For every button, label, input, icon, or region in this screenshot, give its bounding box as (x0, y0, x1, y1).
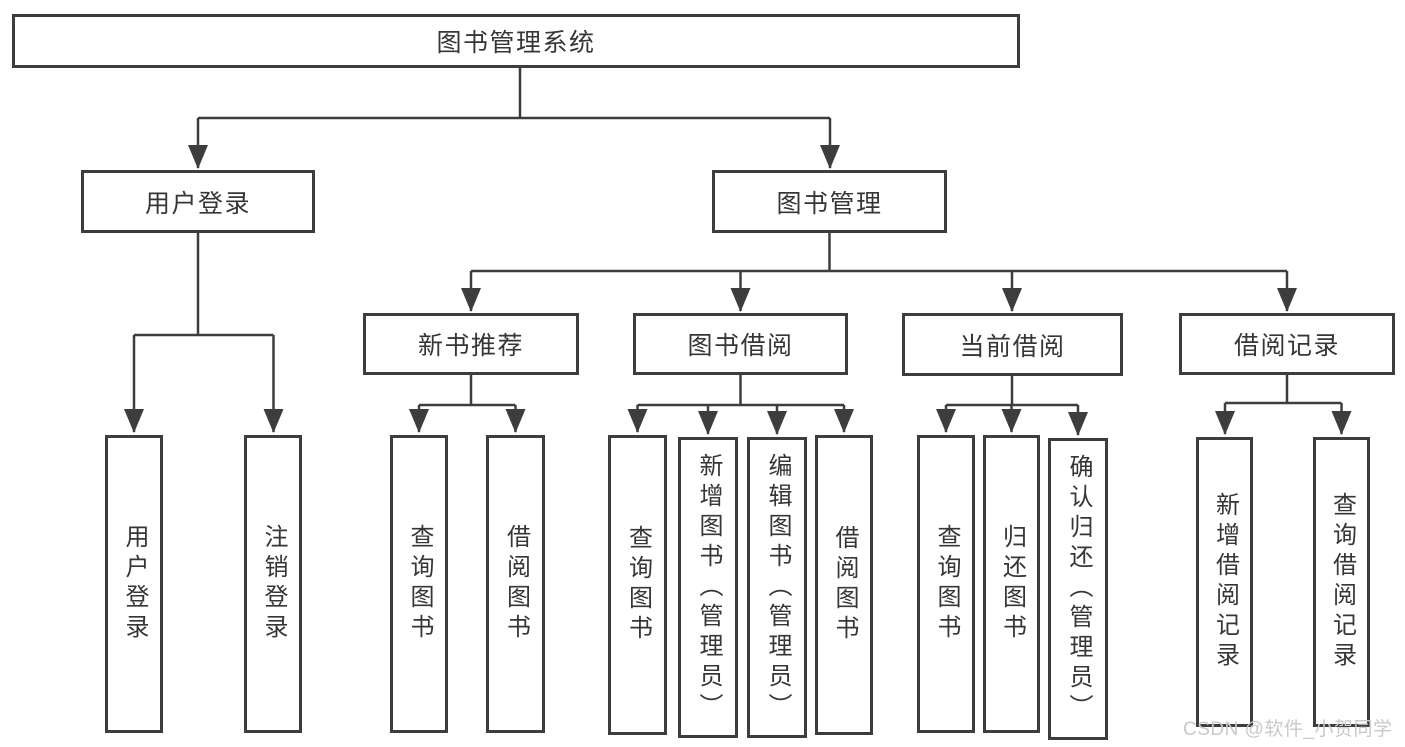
node-label: 用户登录 (144, 189, 251, 218)
node-label: 借阅记录 (1233, 332, 1340, 360)
leaf-label: 用户登录 (121, 524, 148, 644)
leaf-edit-book-admin: 编辑图书（管理员） (747, 437, 807, 738)
node-label: 新书推荐 (417, 332, 524, 360)
leaf-query-books-recommend: 查询图书 (390, 435, 448, 733)
leaf-label: 查询借阅记录 (1328, 492, 1356, 672)
leaf-borrow-books-recommend: 借阅图书 (486, 435, 545, 733)
node-book-borrow: 图书借阅 (633, 313, 848, 375)
leaf-confirm-return-admin: 确认归还（管理员） (1048, 438, 1108, 740)
node-new-book-recommend: 新书推荐 (363, 313, 579, 375)
leaf-label: 借阅图书 (502, 524, 530, 644)
node-label: 图书借阅 (687, 332, 794, 360)
csdn-watermark: CSDN @软件_小贺同学 (1183, 719, 1393, 740)
leaf-label: 归还图书 (998, 524, 1026, 644)
node-borrow-records: 借阅记录 (1179, 313, 1395, 375)
leaf-borrow-books: 借阅图书 (815, 435, 873, 735)
leaf-label: 注销登录 (260, 524, 287, 644)
leaf-add-book-admin: 新增图书（管理员） (678, 437, 738, 738)
leaf-logout: 注销登录 (244, 435, 302, 733)
node-current-borrow: 当前借阅 (902, 313, 1123, 376)
leaf-query-books-borrow: 查询图书 (608, 435, 667, 735)
node-label: 当前借阅 (959, 332, 1066, 361)
leaf-query-books-current: 查询图书 (917, 435, 975, 733)
node-book-management: 图书管理 (712, 170, 947, 233)
leaf-label: 新增图书（管理员） (695, 452, 722, 723)
leaf-user-login: 用户登录 (105, 435, 163, 733)
leaf-return-book: 归还图书 (983, 435, 1040, 733)
leaf-label: 确认归还（管理员） (1065, 454, 1092, 724)
leaf-label: 查询图书 (406, 524, 433, 644)
leaf-label: 查询图书 (933, 524, 960, 644)
node-library-system: 图书管理系统 (12, 14, 1020, 68)
leaf-label: 新增借阅记录 (1211, 492, 1239, 672)
node-label: 图书管理 (776, 189, 883, 218)
leaf-add-borrow-record: 新增借阅记录 (1196, 437, 1253, 727)
leaf-label: 借阅图书 (831, 525, 858, 645)
node-user-login: 用户登录 (81, 170, 315, 233)
leaf-label: 查询图书 (624, 525, 652, 645)
node-label: 图书管理系统 (436, 29, 596, 57)
leaf-label: 编辑图书（管理员） (764, 452, 791, 723)
leaf-query-borrow-record: 查询借阅记录 (1313, 437, 1370, 727)
